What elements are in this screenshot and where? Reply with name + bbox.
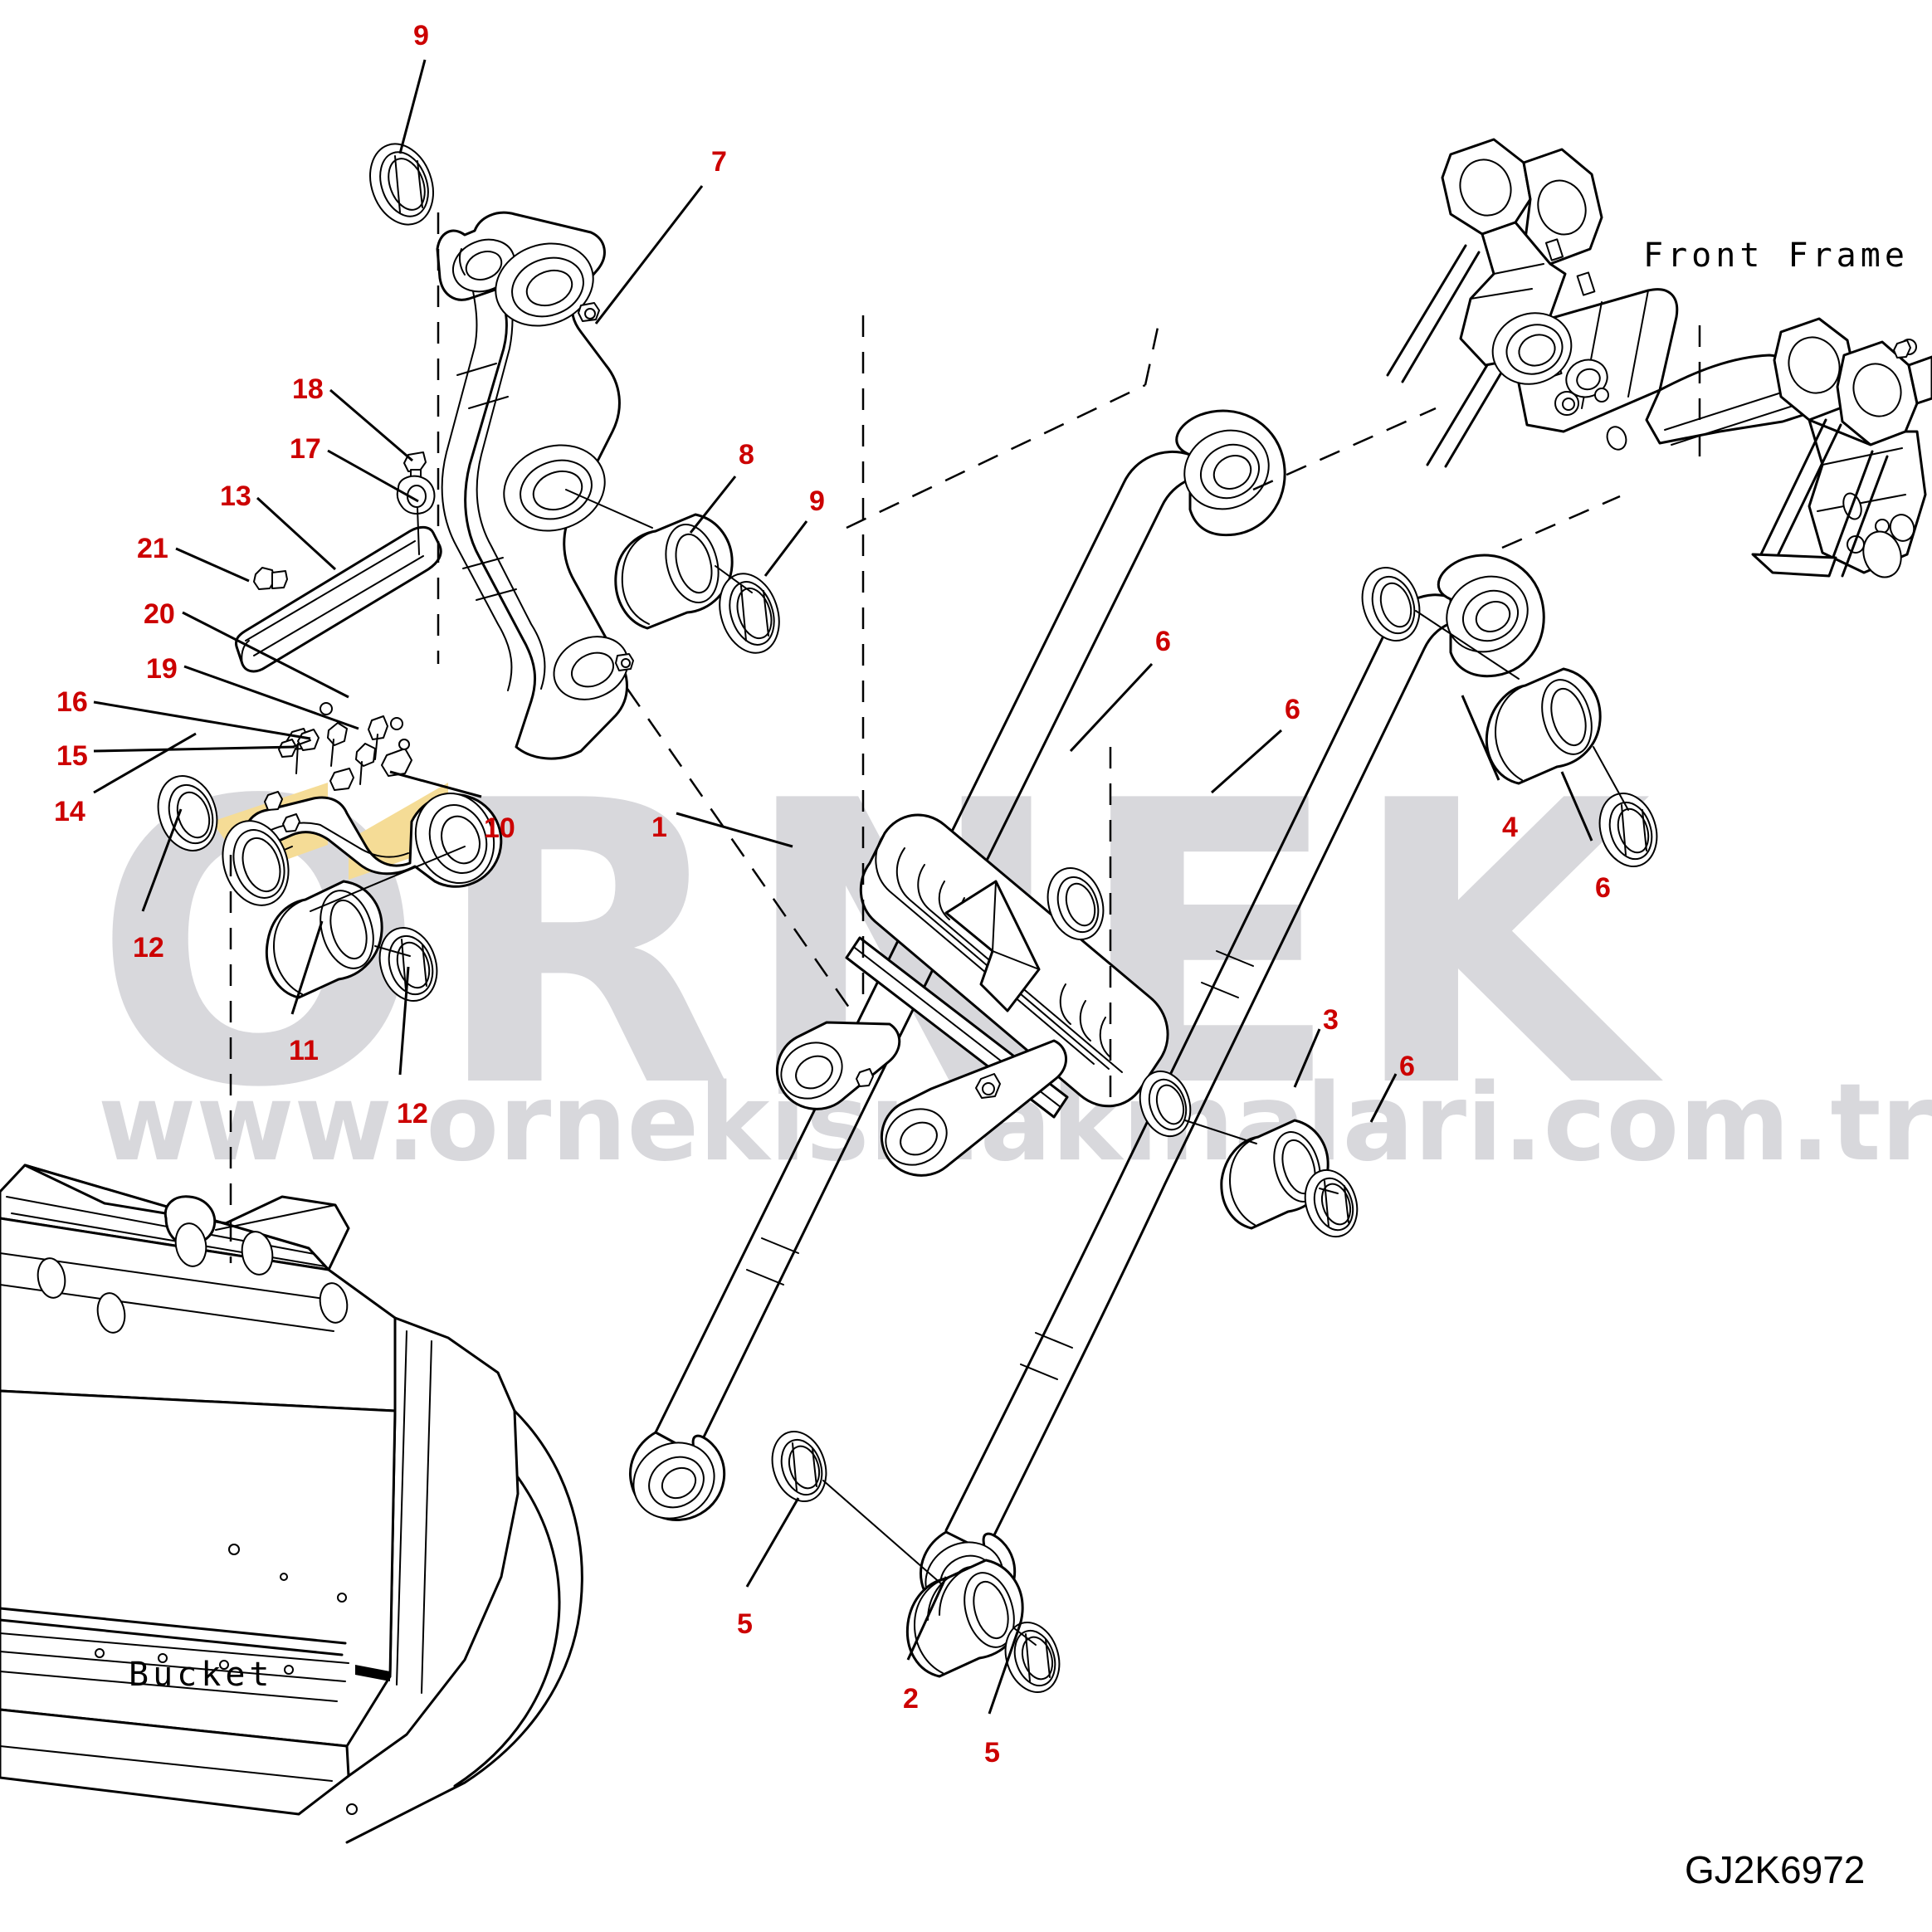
callout-leader-16-10 — [93, 700, 311, 740]
callout-leader-9-6 — [764, 520, 808, 577]
callout-number-12-24: 12 — [397, 1098, 428, 1129]
callout-leader-17-3 — [327, 449, 419, 503]
callout-number-17-3: 17 — [290, 433, 321, 465]
callout-leader-20-8 — [182, 611, 349, 699]
callout-number-18-2: 18 — [292, 373, 324, 405]
callout-number-10-18: 10 — [484, 812, 515, 844]
callout-number-16-10: 16 — [56, 686, 88, 718]
part-plug-21 — [253, 567, 288, 590]
callout-number-8-5: 8 — [739, 439, 754, 471]
callout-number-4-15: 4 — [1502, 812, 1518, 843]
label-front-frame: Front Frame — [1643, 237, 1909, 275]
part-grease-fitting-17-18 — [396, 451, 436, 555]
callout-number-20-8: 20 — [144, 598, 175, 630]
part-bushing-2 — [905, 1559, 1024, 1678]
callout-number-6-11: 6 — [1155, 626, 1171, 657]
part-bellcrank-7 — [436, 211, 634, 760]
part-bushing-11 — [265, 880, 383, 999]
callout-leader-11-23 — [290, 920, 324, 1015]
callout-number-2-26: 2 — [903, 1683, 919, 1715]
callout-leader-7-1 — [594, 185, 704, 324]
part-tilt-link-10 — [242, 702, 503, 888]
callout-leader-1-19 — [676, 812, 793, 848]
label-bucket: Bucket — [129, 1656, 274, 1694]
callout-number-21-7: 21 — [137, 533, 168, 564]
part-seal-ring-5a — [771, 1430, 827, 1503]
part-seal-ring-6b — [1361, 567, 1421, 642]
part-seal-ring-12b — [222, 820, 290, 906]
part-seal-ring-6c — [1598, 793, 1658, 867]
part-seal-ring-6e — [1304, 1168, 1359, 1238]
callout-number-13-4: 13 — [220, 481, 251, 512]
callout-leader-6-11 — [1069, 662, 1154, 753]
part-seal-ring-6d — [1139, 1070, 1192, 1138]
drawing-number: GJ2K6972 — [1685, 1848, 1866, 1891]
callout-number-9-6: 9 — [809, 485, 825, 517]
callout-leader-10-18 — [389, 770, 482, 798]
callout-leader-14-16 — [93, 732, 197, 794]
assembly-bucket — [0, 1164, 583, 1844]
callout-number-5-25: 5 — [737, 1608, 753, 1640]
assembly-axis-lines — [229, 212, 1701, 1646]
callout-leader-12-24 — [398, 966, 410, 1076]
callout-number-3-21: 3 — [1323, 1004, 1339, 1036]
callout-leader-13-4 — [256, 496, 337, 571]
callout-leader-3-21 — [1293, 1028, 1321, 1088]
callout-leader-18-2 — [329, 388, 413, 462]
callout-leader-19-9 — [183, 665, 359, 730]
callout-leader-15-14 — [93, 745, 295, 753]
part-hardware-cluster — [157, 729, 320, 851]
callout-number-6-22: 6 — [1399, 1051, 1415, 1082]
callout-leader-9-0 — [398, 59, 427, 154]
callout-number-15-14: 15 — [56, 740, 88, 772]
callout-number-14-16: 14 — [54, 796, 85, 827]
part-seal-ring-6a — [1046, 867, 1105, 940]
callout-leader-2-26 — [906, 1576, 948, 1661]
callout-number-7-1: 7 — [711, 146, 727, 178]
callout-number-6-17: 6 — [1595, 872, 1611, 904]
callout-number-5-27: 5 — [984, 1737, 1000, 1769]
part-bushing-4 — [1485, 667, 1602, 785]
callout-leader-4-15 — [1461, 695, 1500, 781]
callout-number-9-0: 9 — [413, 20, 429, 51]
part-bushing-8 — [614, 513, 734, 630]
callout-leader-6-22 — [1369, 1073, 1398, 1123]
callout-number-11-23: 11 — [289, 1035, 319, 1066]
part-seal-ring-5b — [1004, 1621, 1061, 1694]
callout-leader-21-7 — [175, 547, 250, 583]
part-cover-plate-13 — [234, 525, 442, 673]
callout-number-1-19: 1 — [651, 812, 667, 843]
callout-leader-6-17 — [1560, 771, 1593, 842]
callout-leader-lines — [93, 59, 1593, 1715]
callout-leader-12-20 — [141, 808, 183, 912]
lift-arm-crosstube — [775, 813, 1169, 1177]
assembly-front-frame — [1252, 138, 1932, 578]
callout-leader-6-12 — [1211, 729, 1282, 794]
callout-number-12-20: 12 — [133, 932, 164, 964]
callout-number-19-9: 19 — [146, 653, 178, 685]
callout-number-6-12: 6 — [1285, 694, 1300, 725]
callout-leader-8-5 — [689, 476, 737, 534]
callout-leader-5-27 — [988, 1622, 1022, 1715]
part-seal-ring-9a — [719, 573, 780, 654]
callout-leader-5-25 — [745, 1497, 800, 1588]
part-seal-ring-9b — [369, 143, 434, 226]
